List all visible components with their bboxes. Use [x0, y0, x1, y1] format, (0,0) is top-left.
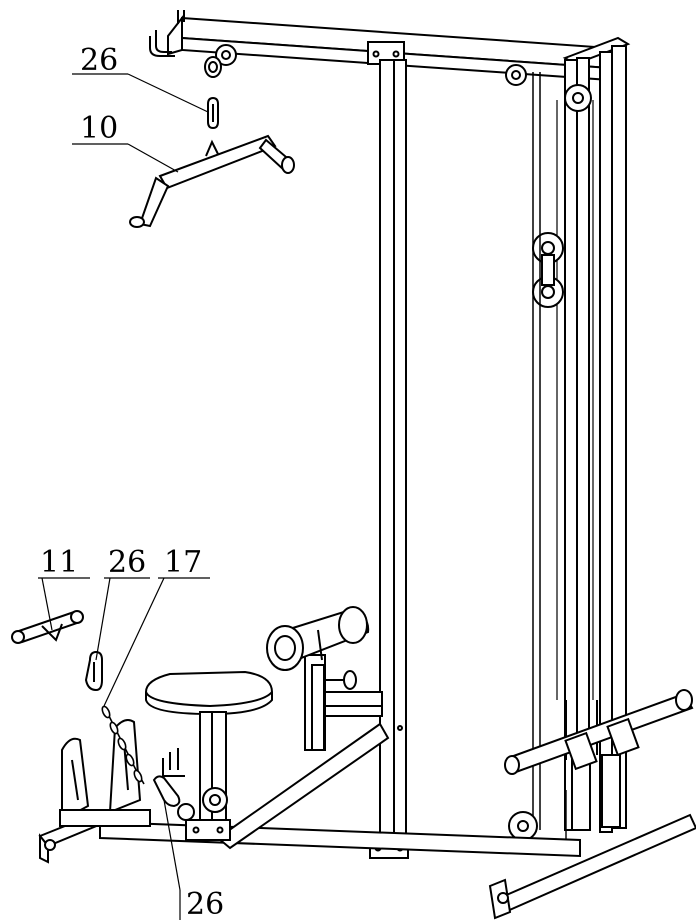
callout-label: 26	[108, 545, 146, 580]
front-handle-bar	[504, 689, 694, 840]
callout-11: 11	[38, 545, 90, 631]
callout-label: 26	[80, 43, 118, 78]
callout-label: 10	[80, 111, 118, 146]
lat-bar-part-10	[129, 56, 295, 228]
callout-26-top: 26	[72, 43, 209, 113]
short-bar-part-11	[11, 610, 84, 644]
callout-26-bottom: 26	[163, 799, 224, 922]
chain-part-17	[101, 705, 145, 785]
weight-tower	[508, 36, 631, 841]
carabiner-part-26	[84, 650, 103, 692]
base-frame	[38, 691, 696, 920]
callout-26-middle: 26	[95, 545, 150, 661]
seat	[145, 670, 273, 841]
callout-label: 11	[40, 545, 78, 580]
callout-10: 10	[72, 111, 179, 173]
callout-17: 17	[103, 545, 210, 707]
callout-label: 26	[186, 887, 224, 922]
foot-plates	[59, 719, 151, 827]
carabiner-part-26-low	[152, 775, 195, 821]
callout-label: 17	[164, 545, 202, 580]
leg-roller	[266, 606, 370, 751]
